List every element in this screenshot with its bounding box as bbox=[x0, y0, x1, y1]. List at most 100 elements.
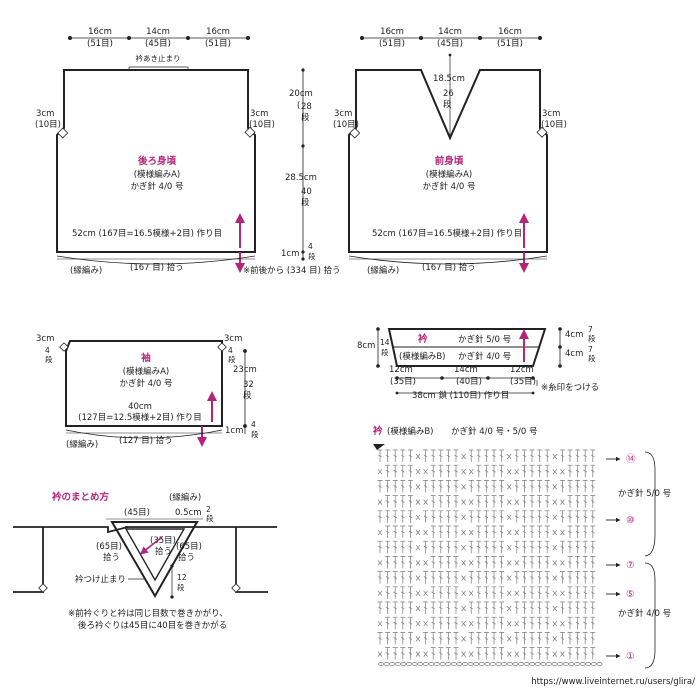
double-crochet-stitch bbox=[521, 647, 527, 660]
double-crochet-stitch bbox=[514, 449, 520, 462]
single-crochet-stitch bbox=[423, 499, 428, 505]
chain-stitch bbox=[389, 662, 396, 666]
sleeve-height-rows-unit: 段 bbox=[243, 390, 252, 401]
double-crochet-stitch bbox=[476, 601, 482, 614]
double-crochet-stitch bbox=[544, 616, 550, 630]
double-crochet-stitch bbox=[590, 495, 596, 508]
double-crochet-stitch bbox=[529, 540, 535, 554]
double-crochet-stitch bbox=[377, 632, 383, 645]
chain-stitch bbox=[562, 662, 569, 666]
double-crochet-stitch bbox=[491, 586, 497, 599]
double-crochet-stitch bbox=[445, 540, 451, 554]
double-crochet-stitch bbox=[559, 601, 565, 614]
chain-stitch bbox=[394, 662, 401, 666]
double-crochet-stitch bbox=[385, 601, 391, 614]
finish-edge-label: (縁編み) bbox=[169, 492, 201, 503]
double-crochet-stitch bbox=[491, 510, 497, 523]
double-crochet-stitch bbox=[582, 571, 588, 584]
single-crochet-stitch bbox=[514, 620, 520, 627]
double-crochet-stitch bbox=[582, 480, 588, 493]
double-crochet-stitch bbox=[537, 525, 543, 538]
double-crochet-stitch bbox=[491, 601, 497, 614]
double-crochet-stitch bbox=[392, 556, 398, 569]
double-crochet-stitch bbox=[529, 525, 535, 538]
double-crochet-stitch bbox=[468, 632, 474, 645]
chain-stitch bbox=[585, 662, 592, 666]
chain-stitch bbox=[574, 662, 580, 666]
double-crochet-stitch bbox=[392, 632, 398, 645]
sleeve-top-left-rows-unit: 段 bbox=[45, 354, 53, 364]
double-crochet-stitch bbox=[423, 540, 429, 554]
double-crochet-stitch bbox=[521, 632, 527, 645]
sleeve-height-rows: 32 bbox=[243, 380, 254, 390]
double-crochet-stitch bbox=[453, 540, 459, 554]
double-crochet-stitch bbox=[575, 449, 581, 462]
double-crochet-stitch bbox=[445, 601, 451, 614]
double-crochet-stitch bbox=[590, 464, 596, 478]
finish-edge-rows: 2 bbox=[206, 505, 211, 514]
double-crochet-stitch bbox=[499, 571, 505, 584]
double-crochet-stitch bbox=[476, 495, 482, 508]
double-crochet-stitch bbox=[521, 464, 527, 478]
double-crochet-stitch bbox=[407, 632, 413, 645]
front-pickup-curve bbox=[348, 255, 548, 265]
single-crochet-stitch bbox=[552, 484, 558, 490]
double-crochet-stitch bbox=[385, 647, 391, 660]
chain-stitch bbox=[546, 662, 552, 666]
double-crochet-stitch bbox=[499, 556, 505, 569]
double-crochet-stitch bbox=[453, 647, 459, 660]
back-width-right-rows: (51目) bbox=[205, 39, 231, 49]
chain-stitch bbox=[490, 662, 496, 666]
double-crochet-stitch bbox=[377, 480, 383, 493]
back-body-diagram: 16cm (51目) 14cm (45目) 16cm (51目) 衿あき止まり … bbox=[35, 27, 275, 276]
double-crochet-stitch bbox=[567, 495, 573, 508]
double-crochet-stitch bbox=[491, 616, 497, 630]
single-crochet-stitch bbox=[415, 544, 421, 551]
double-crochet-stitch bbox=[514, 480, 520, 493]
double-crochet-stitch bbox=[567, 616, 573, 630]
double-crochet-stitch bbox=[499, 464, 505, 478]
double-crochet-stitch bbox=[453, 464, 459, 478]
double-crochet-stitch bbox=[392, 540, 398, 554]
double-crochet-stitch bbox=[468, 449, 474, 462]
single-crochet-stitch bbox=[468, 651, 474, 657]
double-crochet-stitch bbox=[491, 647, 497, 660]
chain-stitch bbox=[411, 662, 418, 666]
double-crochet-stitch bbox=[537, 647, 543, 660]
double-crochet-stitch bbox=[521, 480, 527, 493]
double-crochet-stitch bbox=[400, 464, 406, 478]
double-crochet-stitch bbox=[476, 510, 482, 523]
single-crochet-stitch bbox=[377, 590, 383, 597]
single-crochet-stitch bbox=[560, 590, 565, 597]
double-crochet-stitch bbox=[537, 556, 543, 569]
double-crochet-stitch bbox=[491, 556, 497, 569]
double-crochet-stitch bbox=[476, 556, 482, 569]
double-crochet-stitch bbox=[377, 510, 383, 523]
double-crochet-stitch bbox=[453, 632, 459, 645]
chart-hook-upper: かぎ針 5/0 号 bbox=[618, 488, 671, 499]
lower-bracket bbox=[644, 562, 656, 669]
double-crochet-stitch bbox=[400, 525, 406, 538]
chain-stitch bbox=[478, 662, 485, 666]
height-lower-rows: 40 bbox=[301, 187, 312, 197]
double-crochet-stitch bbox=[559, 510, 565, 523]
finish-mid-pick: 拾う bbox=[155, 546, 172, 557]
double-crochet-stitch bbox=[377, 449, 383, 462]
chain-stitch bbox=[534, 662, 541, 666]
single-crochet-stitch bbox=[506, 544, 512, 551]
sleeve-width: 40cm bbox=[128, 402, 152, 412]
double-crochet-stitch bbox=[430, 540, 436, 554]
double-crochet-stitch bbox=[590, 632, 596, 645]
double-crochet-stitch bbox=[476, 616, 482, 630]
collar-bottom-height: 4cm bbox=[565, 349, 583, 359]
back-left-marker bbox=[57, 127, 69, 139]
chain-stitch bbox=[428, 662, 435, 666]
single-crochet-stitch bbox=[415, 529, 421, 536]
double-crochet-stitch bbox=[445, 632, 451, 645]
double-crochet-stitch bbox=[385, 571, 391, 584]
double-crochet-stitch bbox=[575, 586, 581, 599]
double-crochet-stitch bbox=[468, 480, 474, 493]
double-crochet-stitch bbox=[567, 464, 573, 478]
double-crochet-stitch bbox=[400, 571, 406, 584]
double-crochet-stitch bbox=[491, 480, 497, 493]
